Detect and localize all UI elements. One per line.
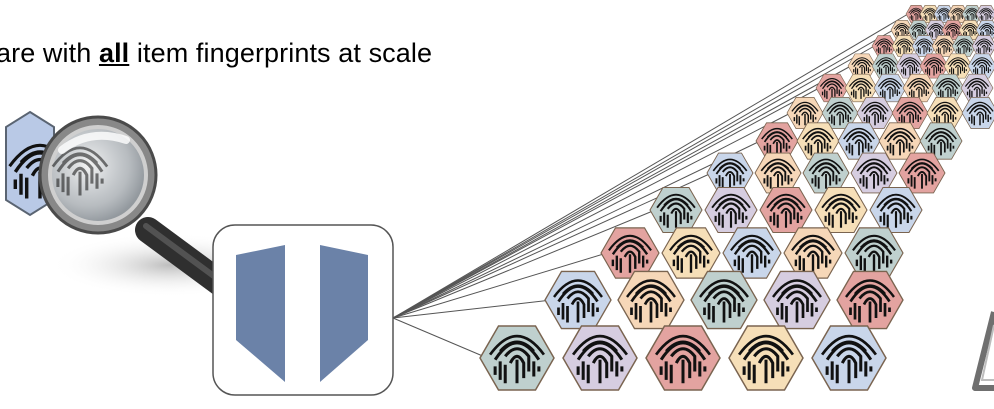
database-server-icon	[212, 224, 394, 396]
connection-line	[392, 45, 875, 319]
fingerprint-hex	[811, 325, 887, 391]
fingerprint-hex	[479, 325, 555, 391]
fingerprint-hex	[661, 227, 721, 279]
fingerprint-hex	[763, 270, 831, 330]
warning-triangle-icon	[972, 311, 994, 391]
fingerprint-hex	[728, 325, 804, 391]
fingerprint-grid	[479, 5, 994, 391]
caption-prefix: are with	[0, 38, 99, 68]
connection-line	[392, 65, 852, 319]
fingerprint-hex	[844, 227, 904, 279]
connection-line	[392, 299, 552, 319]
fingerprint-hex	[706, 152, 754, 194]
fingerprint-hex	[617, 270, 685, 330]
fingerprint-hex	[600, 227, 660, 279]
fingerprint-hex	[850, 152, 898, 194]
connection-line	[392, 252, 607, 319]
fingerprint-hex	[802, 152, 850, 194]
connection-line	[392, 112, 791, 319]
fingerprint-hex	[562, 325, 638, 391]
caption-emphasis: all	[98, 38, 130, 68]
connection-line	[392, 29, 894, 319]
fingerprint-hex	[783, 227, 843, 279]
caption-text: are with all item fingerprints at scale	[0, 38, 432, 69]
fingerprint-hex	[759, 186, 813, 234]
connection-line	[392, 87, 820, 319]
fingerprint-hex	[961, 97, 994, 129]
connection-line	[392, 13, 909, 319]
fingerprint-hex	[722, 227, 782, 279]
connection-line	[392, 209, 656, 319]
fingerprint-hex	[869, 186, 923, 234]
fingerprint-hex	[649, 186, 703, 234]
caption-suffix: item fingerprints at scale	[129, 38, 433, 68]
fingerprint-hex	[544, 270, 612, 330]
connection-line	[392, 140, 761, 319]
fingerprint-hex	[836, 270, 904, 330]
fingerprint-hex	[704, 186, 758, 234]
fingerprint-hex	[814, 186, 868, 234]
fingerprint-hex	[690, 270, 758, 330]
fingerprint-hex	[754, 152, 802, 194]
connection-line	[392, 317, 488, 359]
fingerprint-hex	[645, 325, 721, 391]
